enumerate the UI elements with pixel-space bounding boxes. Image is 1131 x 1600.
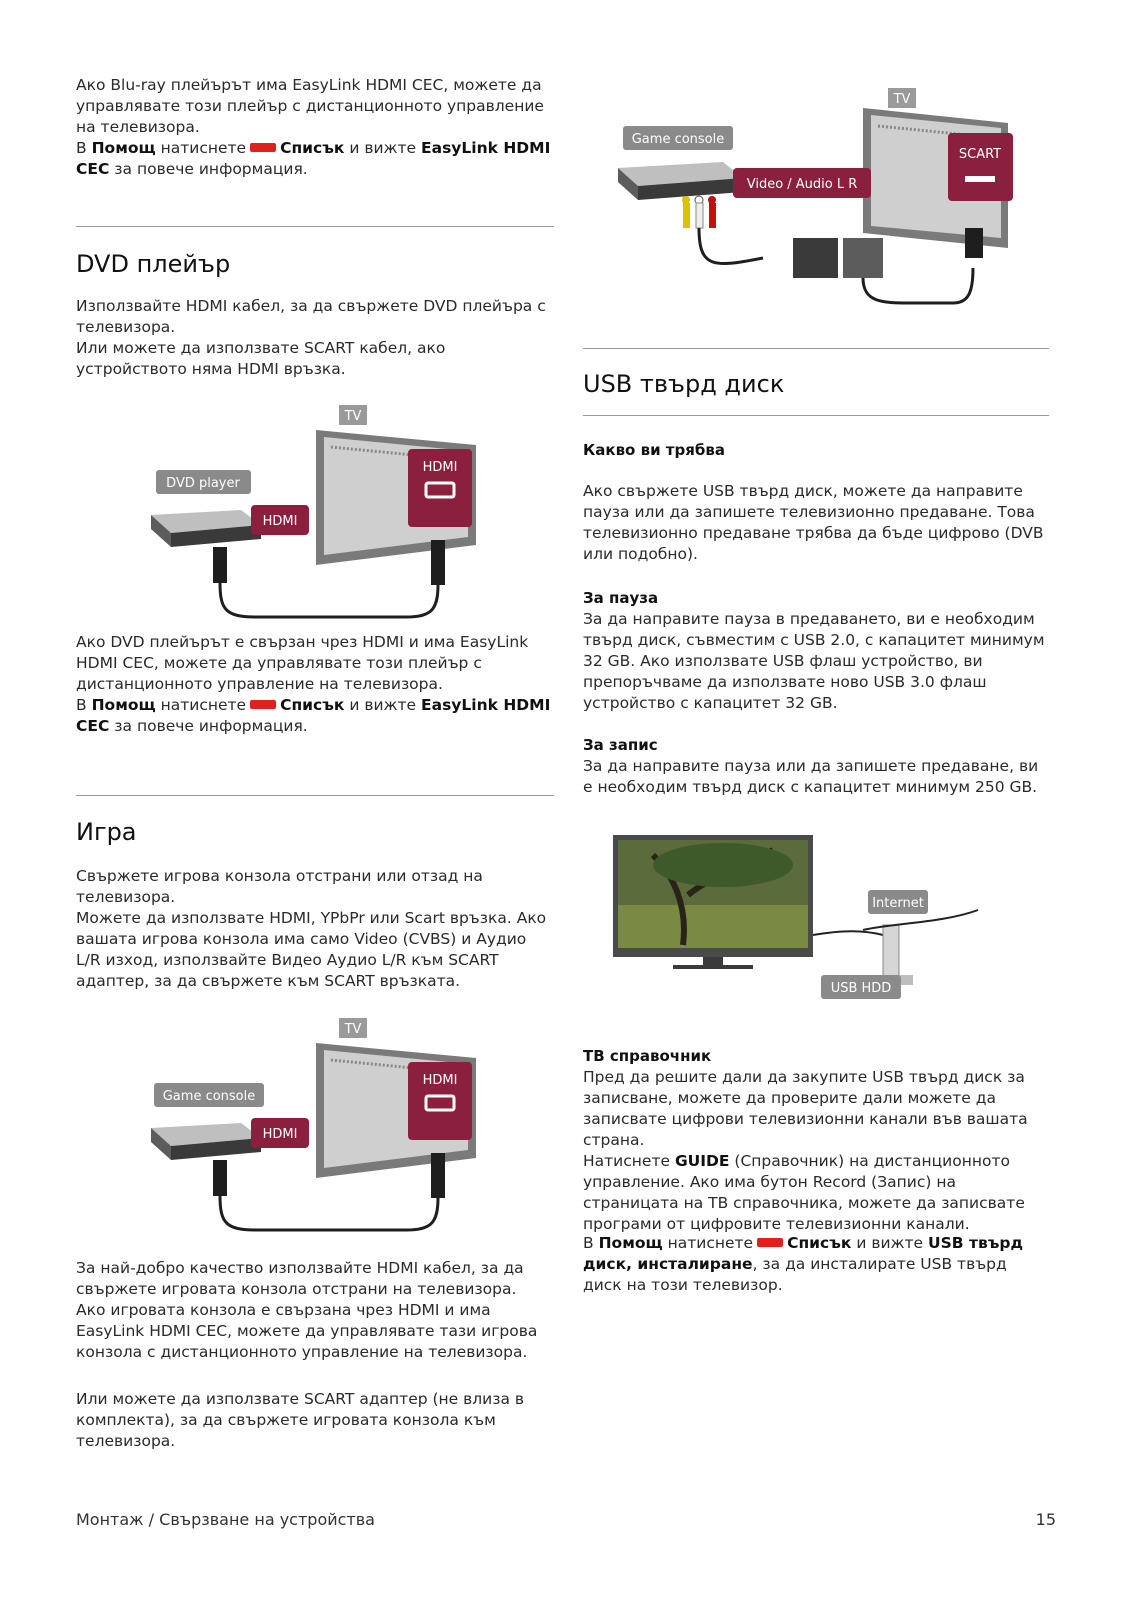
subheading-guide: ТВ справочник <box>583 1047 712 1065</box>
cable-plug <box>213 547 227 583</box>
svg-text:SCART: SCART <box>959 147 1001 162</box>
usb-need-body: Ако свържете USB твърд диск, можете да н… <box>583 482 1044 563</box>
internet-tag <box>868 890 928 914</box>
svg-text:TV: TV <box>344 409 362 424</box>
easylink-link[interactable]: EasyLink HDMI CEC <box>76 696 551 735</box>
dvd-hdmi-diagram: TV HDMI DVD player HDMI <box>151 405 476 619</box>
usb-install-link[interactable]: USB твърд диск, инсталиране <box>583 1234 1024 1273</box>
usb-hdd-tag <box>821 975 901 999</box>
svg-text:USB HDD: USB HDD <box>831 981 892 996</box>
divider <box>583 415 1049 416</box>
svg-text:Video / Audio L R: Video / Audio L R <box>747 177 858 192</box>
hdmi-port-label <box>408 449 472 527</box>
svg-text:Game console: Game console <box>632 132 725 147</box>
svg-text:TV: TV <box>893 92 911 107</box>
section-title-usb: USB твърд диск <box>583 370 785 398</box>
section-title-game: Игра <box>76 818 137 846</box>
svg-text:Game console: Game console <box>163 1089 256 1104</box>
footer-breadcrumb: Монтаж / Свързване на устройства <box>76 1510 375 1529</box>
scart-port-label <box>948 133 1013 201</box>
help-link[interactable]: Помощ <box>91 696 156 714</box>
game-scart-paragraph: Или можете да използвате SCART адаптер (… <box>76 1390 525 1450</box>
game-body: Свържете игрова конзола отстрани или отз… <box>76 867 547 990</box>
svg-text:DVD player: DVD player <box>166 476 240 491</box>
usb-record-body: За да направите пауза или да запишете пр… <box>583 757 1039 796</box>
help-link[interactable]: Помощ <box>91 139 156 157</box>
device-hdmi-label <box>251 505 309 535</box>
svg-text:Internet: Internet <box>872 896 924 911</box>
svg-text:HDMI: HDMI <box>423 460 458 475</box>
divider <box>76 226 554 227</box>
subheading-pause: За пауза <box>583 589 659 607</box>
guide-key: GUIDE <box>674 1152 730 1170</box>
help-link[interactable]: Помощ <box>598 1234 663 1252</box>
usb-hdd-diagram: Internet USB HDD <box>613 835 979 999</box>
divider <box>583 348 1049 349</box>
red-key-icon <box>250 700 277 709</box>
dvd-after-paragraph: Ако DVD плейърът е свързан чрез HDMI и и… <box>76 633 551 735</box>
section-title-dvd: DVD плейър <box>76 250 231 278</box>
svg-text:HDMI: HDMI <box>263 514 298 529</box>
game-hdmi-diagram: TV HDMI Game console HDMI <box>151 1018 476 1232</box>
svg-text:HDMI: HDMI <box>263 1127 298 1142</box>
game-after-paragraph: За най-добро качество използвайте HDMI к… <box>76 1259 538 1361</box>
red-key-icon <box>757 1238 784 1247</box>
intro-paragraph: Ако Blu-ray плейърът има EasyLink HDMI C… <box>76 76 551 178</box>
dvd-body: Използвайте HDMI кабел, за да свържете D… <box>76 297 546 378</box>
easylink-link[interactable]: EasyLink HDMI CEC <box>76 139 551 178</box>
red-key-icon <box>250 143 277 152</box>
divider <box>76 795 554 796</box>
subheading-record: За запис <box>583 736 658 754</box>
hdmi-cable <box>218 582 440 619</box>
usb-guide-body: Пред да решите дали да закупите USB твър… <box>583 1068 1028 1233</box>
scart-diagram: TV SCART Game console Video / Audio L R <box>618 88 1013 305</box>
device-tag <box>156 470 251 494</box>
subheading-need: Какво ви трябва <box>583 441 725 459</box>
page-number: 15 <box>1035 1510 1056 1529</box>
usb-pause-body: За да направите пауза в предаването, ви … <box>583 610 1045 712</box>
tv-tag <box>339 405 367 425</box>
svg-text:HDMI: HDMI <box>423 1073 458 1088</box>
svg-text:TV: TV <box>344 1022 362 1037</box>
